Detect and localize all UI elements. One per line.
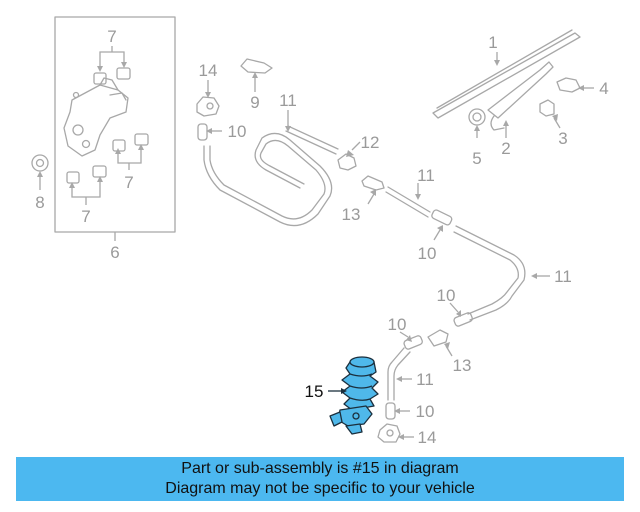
wiper-blade-1 xyxy=(432,29,581,119)
grommet xyxy=(66,171,80,184)
banner-line-2: Diagram may not be specific to your vehi… xyxy=(165,480,475,497)
grommet xyxy=(134,133,149,146)
grommet xyxy=(93,72,107,85)
callout-8: 8 xyxy=(35,193,44,212)
part-10-hose-top xyxy=(197,123,222,141)
wiper-cap-3 xyxy=(539,99,561,129)
washer-hose-long xyxy=(385,183,550,321)
part-10-hose-lower xyxy=(399,331,423,350)
callout-14: 14 xyxy=(418,428,437,447)
part-8-grommet xyxy=(31,154,49,190)
callout-3: 3 xyxy=(558,129,567,148)
washer-hose-lower xyxy=(377,347,414,443)
part-14-nozzle-top xyxy=(196,80,220,117)
callout-7: 7 xyxy=(124,173,133,192)
part-12-valve xyxy=(337,141,361,171)
callout-10: 10 xyxy=(418,244,437,263)
callout-14: 14 xyxy=(199,61,218,80)
callout-6: 6 xyxy=(110,243,119,262)
motor-assembly-group xyxy=(54,16,176,241)
callout-10: 10 xyxy=(228,122,247,141)
wiper-clip-4 xyxy=(556,77,594,93)
callout-13: 13 xyxy=(453,356,472,375)
callout-9: 9 xyxy=(250,93,259,112)
grommet xyxy=(116,67,131,80)
washer-hose-loop xyxy=(203,110,339,227)
part-10-hose-mid xyxy=(449,302,473,327)
callout-11: 11 xyxy=(417,166,435,185)
callout-7: 7 xyxy=(107,27,116,46)
part-13-connector-mid xyxy=(427,329,453,357)
wiper-nut-5 xyxy=(468,108,486,138)
callout-1: 1 xyxy=(488,33,497,52)
callout-4: 4 xyxy=(599,79,608,98)
callout-10: 10 xyxy=(388,315,407,334)
callout-labels: 7 7 7 8 6 14 9 11 10 12 13 11 10 11 10 1… xyxy=(35,27,608,447)
parts-diagram: 7 7 7 8 6 14 9 11 10 12 13 11 10 11 10 1… xyxy=(31,16,609,447)
grommet xyxy=(112,139,126,152)
callout-11: 11 xyxy=(416,370,434,389)
callout-12: 12 xyxy=(361,133,380,152)
banner-line-1: Part or sub-assembly is #15 in diagram xyxy=(181,460,459,477)
motor-assembly-box xyxy=(54,16,176,233)
info-banner: Part or sub-assembly is #15 in diagram D… xyxy=(16,457,624,501)
callout-10: 10 xyxy=(416,402,435,421)
callout-11: 11 xyxy=(554,267,572,286)
callout-11: 11 xyxy=(279,91,297,110)
grommet xyxy=(92,165,107,178)
callout-13: 13 xyxy=(342,205,361,224)
part-15-washer-pump xyxy=(328,356,379,435)
part-13-connector-top xyxy=(361,175,385,205)
callout-5: 5 xyxy=(472,149,481,168)
callout-2: 2 xyxy=(501,139,510,158)
callout-7: 7 xyxy=(81,207,90,226)
wiper-arm-2 xyxy=(487,61,554,138)
callout-15: 15 xyxy=(305,382,324,401)
callout-10: 10 xyxy=(437,286,456,305)
part-9-cover xyxy=(240,58,273,92)
